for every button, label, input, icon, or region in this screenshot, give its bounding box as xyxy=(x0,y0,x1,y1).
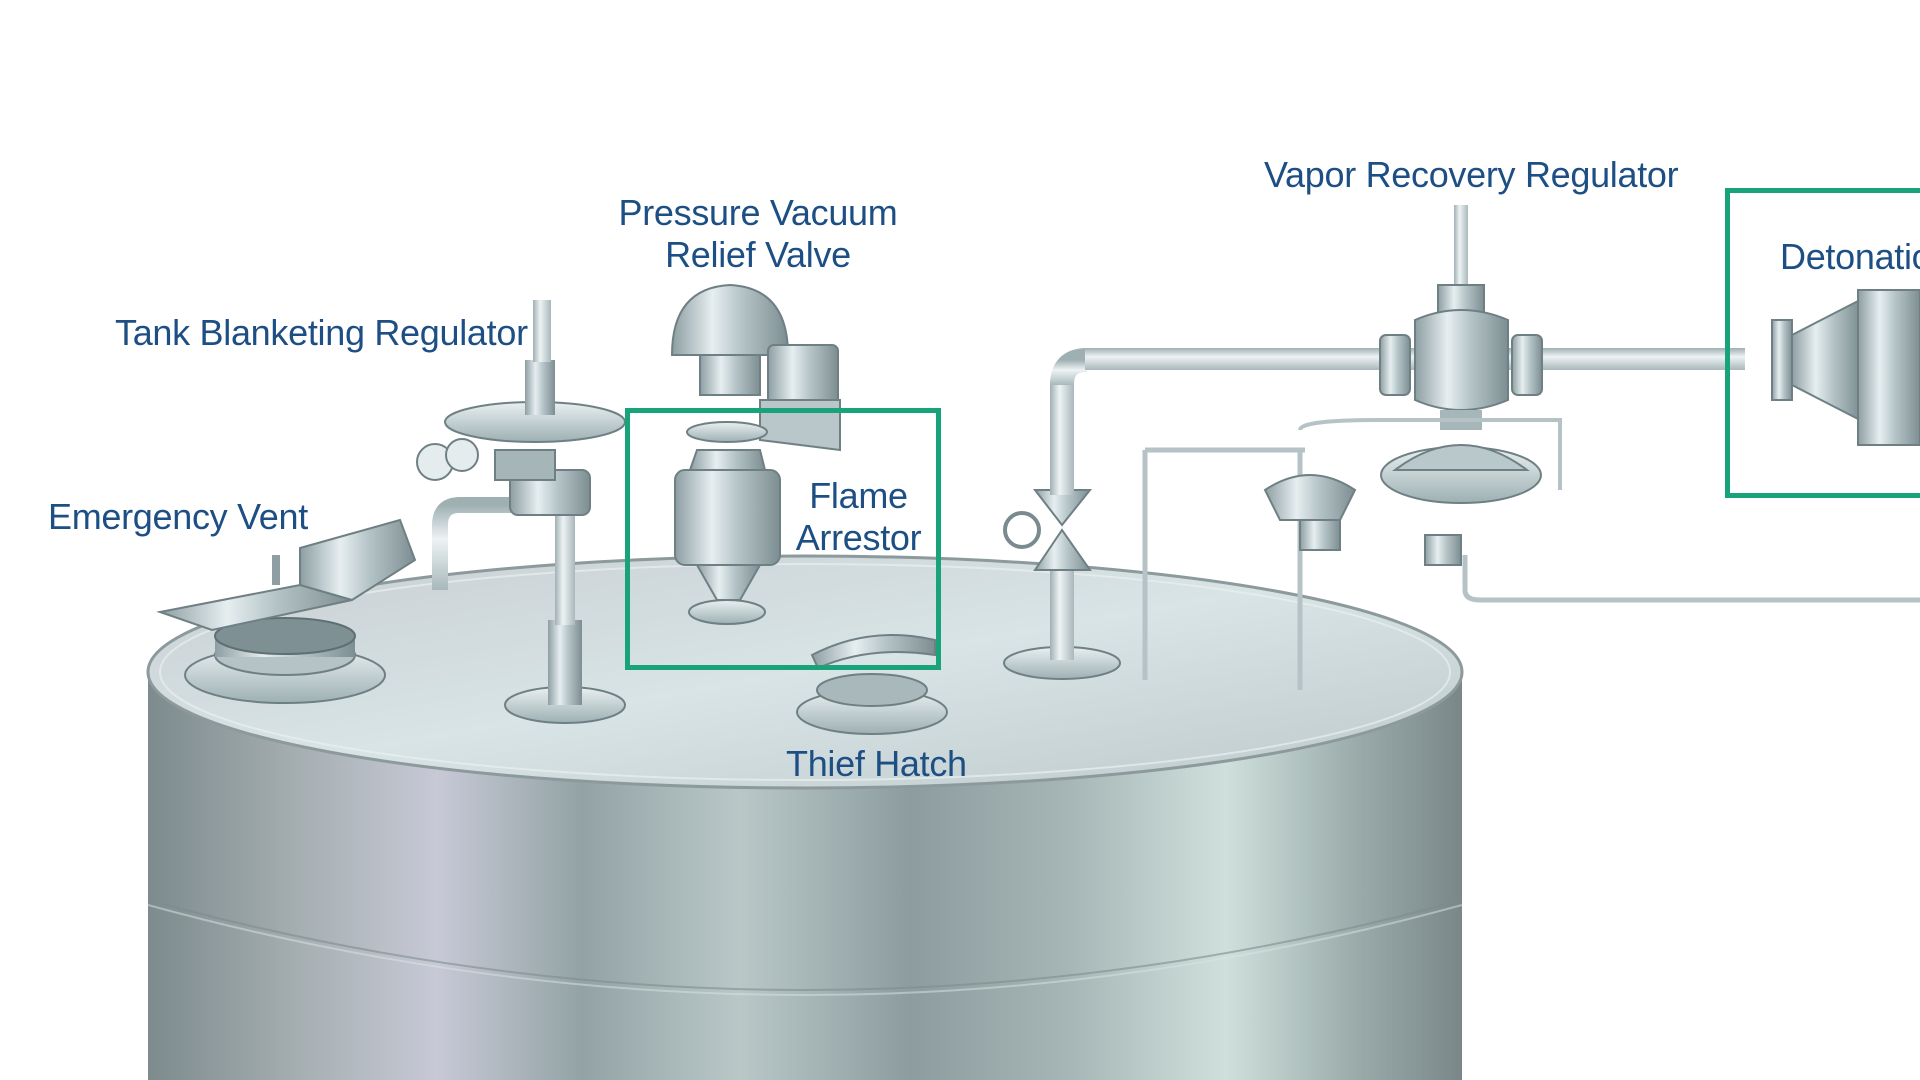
tank-blanketing-regulator-label: Tank Blanketing Regulator xyxy=(115,312,528,353)
emergency-vent-icon xyxy=(156,518,417,704)
storage-tank xyxy=(146,554,1464,1080)
pressure-vacuum-relief-valve-icon xyxy=(670,283,841,452)
vapor-recovery-regulator-label: Vapor Recovery Regulator xyxy=(1264,154,1679,195)
thief-hatch-label: Thief Hatch xyxy=(786,743,967,784)
pressure-vacuum-relief-valve-line2: Relief Valve xyxy=(665,234,851,275)
vapor-recovery-regulator-icon xyxy=(1263,205,1562,566)
pressure-vacuum-relief-valve-line1: Pressure Vacuum xyxy=(618,192,898,233)
detonation-arrestor-icon xyxy=(1771,289,1920,446)
flame-arrestor-line2: Arrestor xyxy=(795,517,922,558)
thief-hatch-icon xyxy=(796,634,948,735)
tank-blanketing-regulator-icon xyxy=(416,300,626,724)
pressure-vacuum-relief-valve-label: Pressure Vacuum Relief Valve xyxy=(618,192,898,276)
flame-arrestor-label: Flame Arrestor xyxy=(786,475,931,559)
flame-arrestor-icon xyxy=(674,421,781,625)
emergency-vent-label: Emergency Vent xyxy=(48,496,308,537)
detonation-arrestor-label: Detonatio xyxy=(1780,236,1920,277)
flame-arrestor-line1: Flame xyxy=(809,475,908,516)
